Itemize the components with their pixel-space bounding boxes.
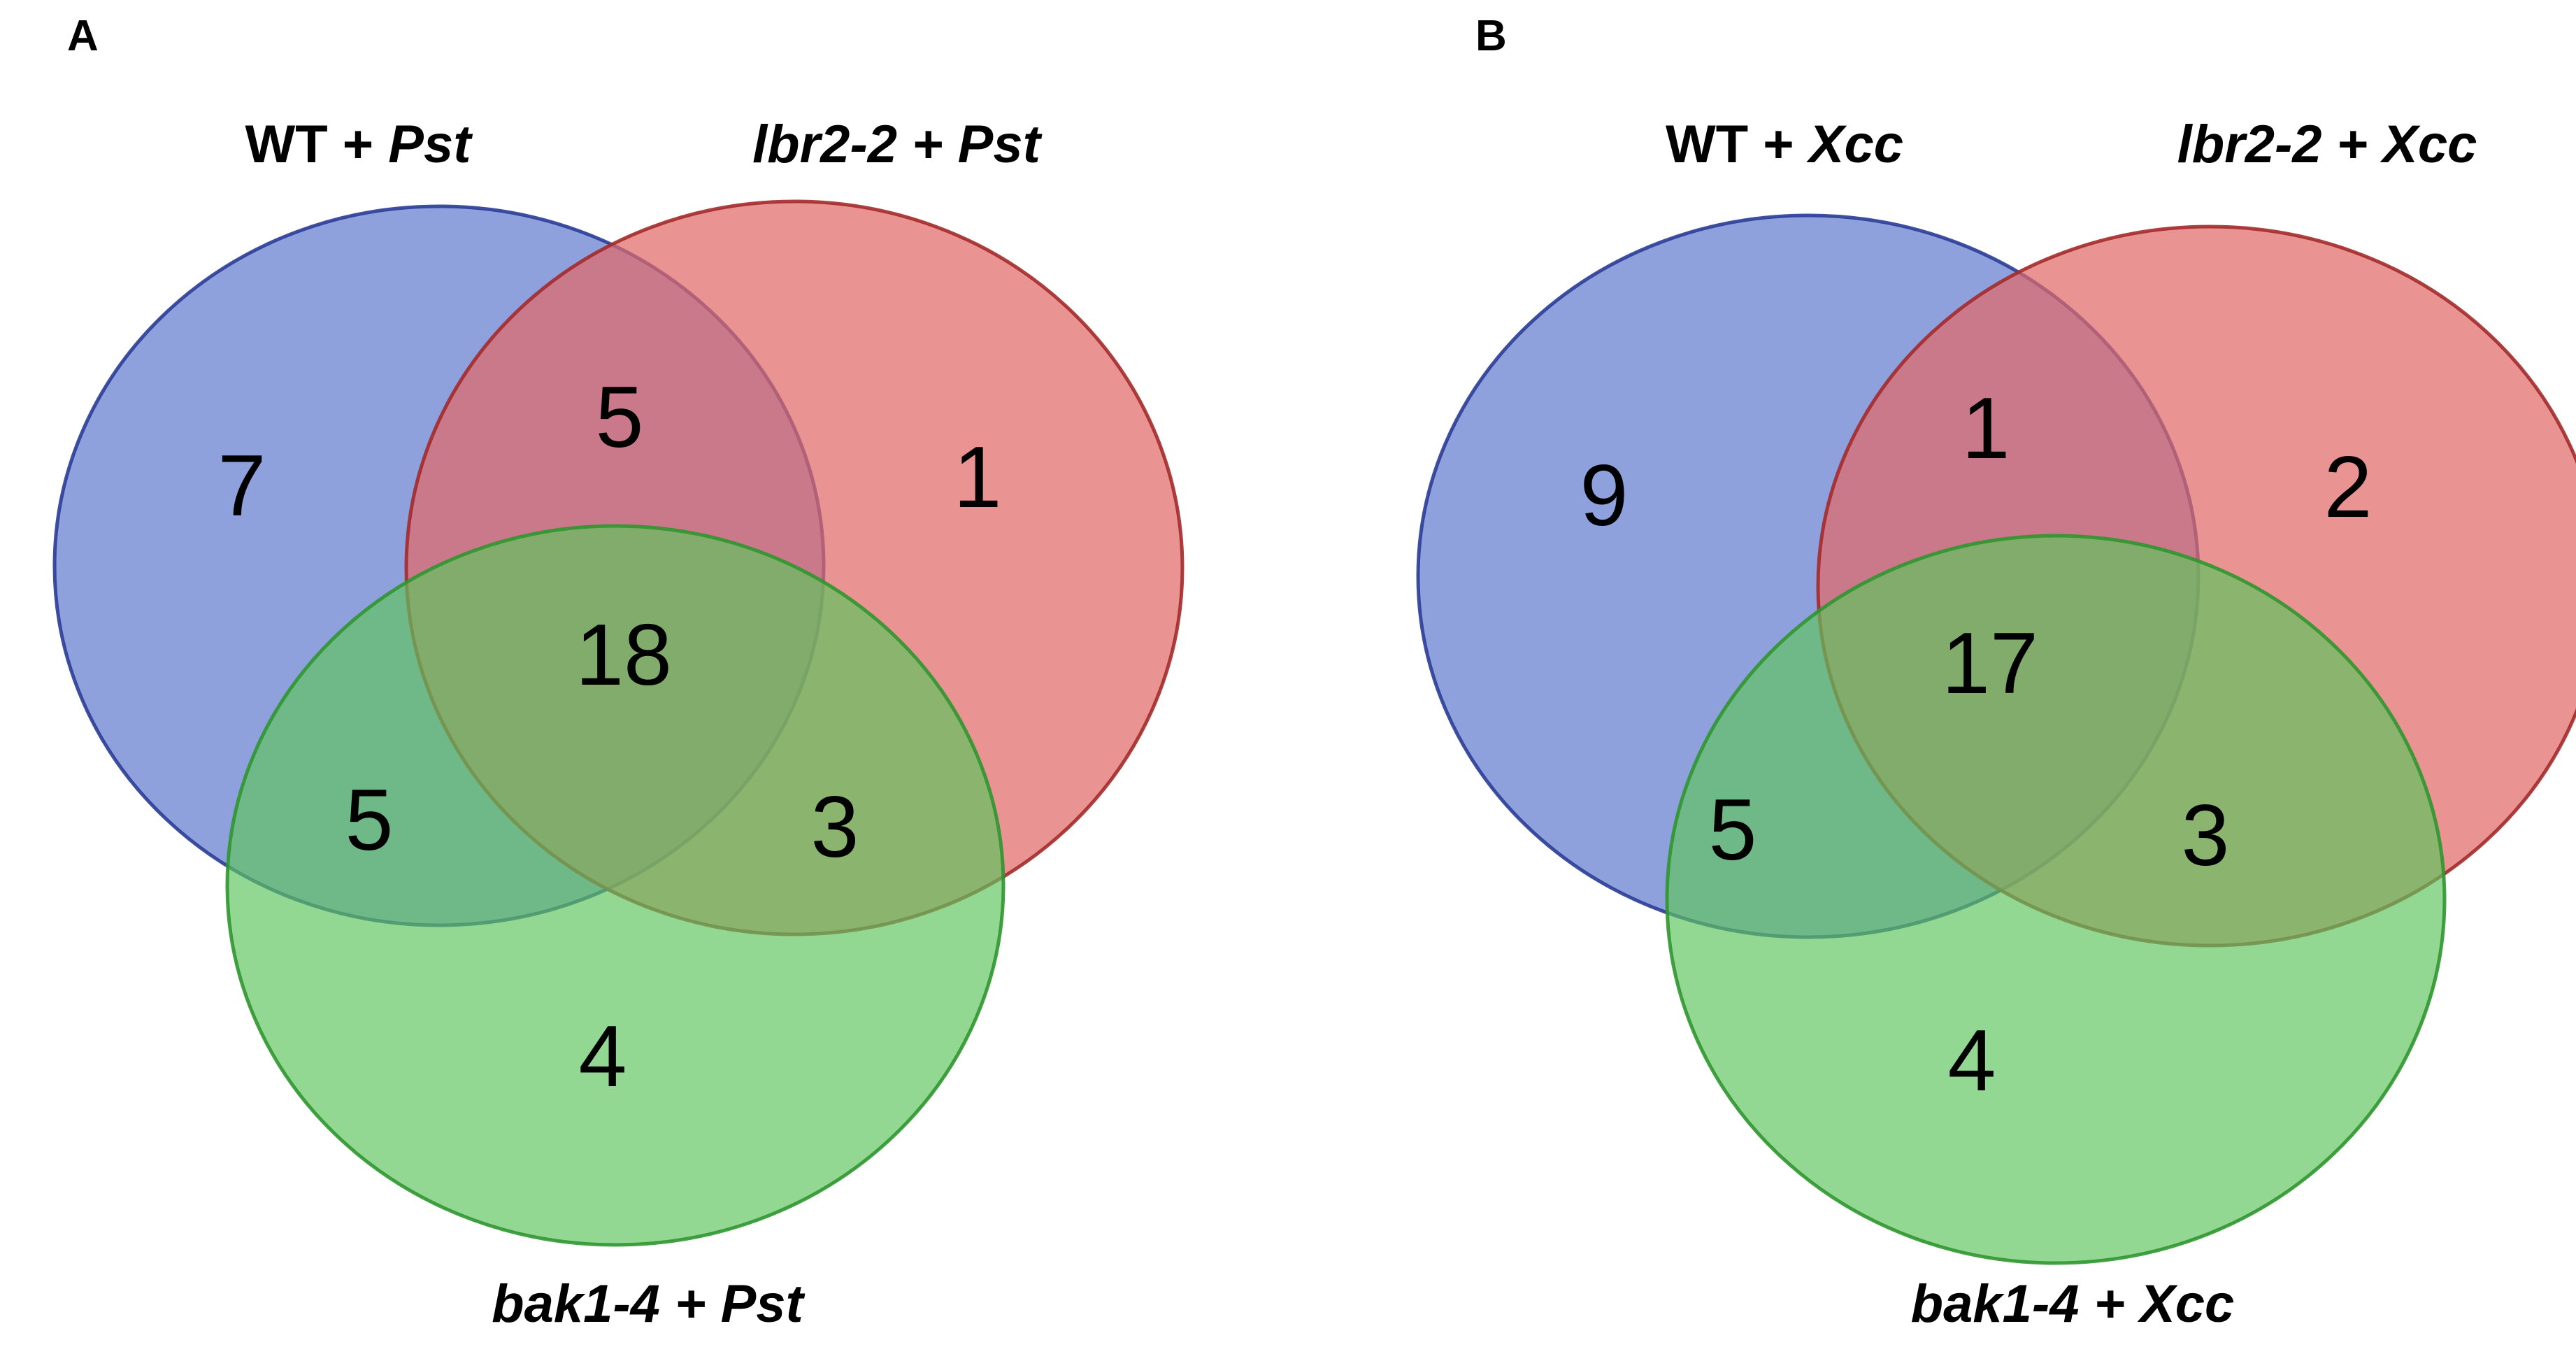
panel-a-count-lbr2-only: 1 (954, 429, 1002, 526)
panel-a-count-wt-bak1: 5 (345, 772, 394, 869)
panel-a-count-wt-lbr2: 5 (596, 369, 644, 466)
panel-a-set1-label: WT + Pst (245, 115, 473, 174)
panel-b-set3-circle (1665, 534, 2447, 1265)
panel-a: A WT + Pst lbr2-2 + Pst bak1-4 + Pst 7 5… (52, 12, 1185, 1334)
panel-b-count-lbr2-only: 2 (2324, 439, 2373, 536)
panel-a-count-lbr2-bak1: 3 (811, 779, 859, 876)
panel-b-set3-label: bak1-4 + Xcc (1911, 1274, 2235, 1334)
panel-a-set3-label: bak1-4 + Pst (492, 1274, 805, 1334)
panel-a-letter: A (67, 12, 99, 60)
panel-b-letter: B (1475, 12, 1507, 60)
panel-b-count-wt-lbr2: 1 (1962, 380, 2010, 477)
panel-b-count-bak1-only: 4 (1948, 1013, 1996, 1109)
panel-a-count-wt-only: 7 (218, 438, 266, 534)
panel-a-count-all: 18 (575, 607, 672, 704)
panel-b-set1-label: WT + Xcc (1666, 115, 1903, 174)
panel-a-count-bak1-only: 4 (579, 1009, 627, 1105)
panel-a-set2-label: lbr2-2 + Pst (752, 115, 1043, 174)
panel-b-set2-label: lbr2-2 + Xcc (2177, 115, 2477, 174)
panel-b-count-wt-only: 9 (1580, 448, 1629, 544)
panel-b: B WT + Xcc lbr2-2 + Xcc bak1-4 + Xcc 9 1… (1416, 12, 2576, 1334)
panel-b-count-lbr2-bak1: 3 (2182, 788, 2230, 884)
panel-a-set3-circle (225, 524, 1006, 1247)
panel-b-count-wt-bak1: 5 (1709, 782, 1757, 878)
panel-b-count-all: 17 (1942, 615, 2038, 712)
